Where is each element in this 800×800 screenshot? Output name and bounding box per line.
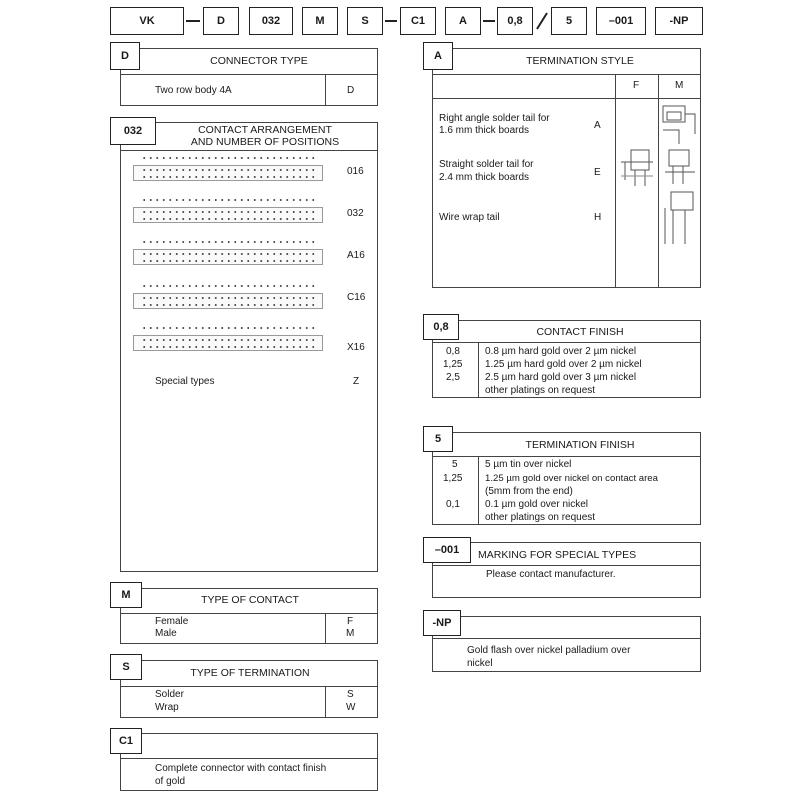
c1-line-2: of gold (155, 776, 186, 787)
contact-finish-text-4: other platings on request (485, 385, 596, 396)
connector-type-frame (120, 48, 378, 106)
contact-finish-text-1: 0.8 µm hard gold over 2 µm nickel (485, 346, 637, 357)
contact-finish-frame (432, 320, 701, 398)
termination-finish-code-1: 5 (452, 459, 458, 470)
connector-type-code: D (110, 42, 140, 70)
np-frame (432, 616, 701, 672)
np-line-1: Gold flash over nickel palladium over (467, 645, 631, 656)
contact-finish-code: 0,8 (423, 314, 459, 340)
special-types-label: Special types (155, 376, 215, 387)
termination-style-e-line-1: Straight solder tail for (439, 159, 534, 170)
arrangement-code-c16: C16 (347, 292, 366, 303)
code-0-8: 0,8 (497, 7, 533, 35)
slash (536, 12, 548, 30)
termination-style-col-m: M (675, 80, 684, 91)
termination-solder-code: S (347, 689, 354, 700)
type-of-contact-title: TYPE OF CONTACT (201, 594, 299, 606)
arrangement-code-016: 016 (347, 166, 364, 177)
arrangement-code-a16: A16 (347, 250, 365, 261)
termination-finish-text-4: 0.1 µm gold over nickel (485, 499, 589, 510)
code-s: S (347, 7, 383, 35)
contact-finish-text-2: 1.25 µm hard gold over 2 µm nickel (485, 359, 642, 370)
termination-style-a-code: A (594, 120, 601, 131)
termination-style-title: TERMINATION STYLE (526, 55, 634, 67)
marking-frame (432, 542, 701, 598)
termination-style-h-line-1: Wire wrap tail (439, 212, 500, 223)
arrangement-code-x16: X16 (347, 342, 365, 353)
termination-style-h-code: H (594, 212, 602, 223)
special-types-code: Z (353, 376, 360, 387)
contact-male-label: Male (155, 628, 177, 639)
code-001: –001 (596, 7, 646, 35)
dash (186, 20, 200, 22)
termination-style-a-line-1: Right angle solder tail for (439, 113, 550, 124)
code-5: 5 (551, 7, 587, 35)
contact-arrangement-title-1: CONTACT ARRANGEMENT (198, 124, 332, 136)
marking-title: MARKING FOR SPECIAL TYPES (478, 549, 637, 561)
type-of-contact-code: M (110, 582, 142, 608)
contact-finish-code-2: 1,25 (443, 359, 463, 370)
contact-female-code: F (347, 616, 354, 627)
c1-code: C1 (110, 728, 142, 754)
contact-arrangement-code: 032 (110, 117, 156, 145)
contact-male-code: M (346, 628, 355, 639)
code-d: D (203, 7, 239, 35)
termination-m-sketch (662, 105, 696, 244)
arrangement-drawing-016 (127, 154, 327, 188)
marking-text: Please contact manufacturer. (486, 569, 616, 580)
contact-finish-code-1: 0,8 (446, 346, 460, 357)
termination-style-code: A (423, 42, 453, 70)
contact-arrangement-title-2: AND NUMBER OF POSITIONS (190, 136, 340, 148)
termination-finish-text-3: (5mm from the end) (485, 486, 573, 497)
contact-finish-title: CONTACT FINISH (536, 326, 624, 338)
termination-finish-text-5: other platings on request (485, 512, 596, 523)
np-line-2: nickel (467, 658, 493, 669)
dash (385, 20, 397, 22)
connector-type-row-label: Two row body 4A (155, 85, 232, 96)
contact-female-label: Female (155, 616, 189, 627)
termination-finish-text-1: 5 µm tin over nickel (485, 459, 572, 470)
termination-finish-code: 5 (423, 426, 453, 452)
type-of-termination-title: TYPE OF TERMINATION (190, 667, 310, 679)
contact-finish-text-3: 2.5 µm hard gold over 3 µm nickel (485, 372, 637, 383)
type-of-termination-frame (120, 660, 378, 718)
termination-wrap-code: W (346, 702, 356, 713)
termination-finish-code-4: 0,1 (446, 499, 460, 510)
code-vk: VK (110, 7, 184, 35)
termination-style-col-f: F (633, 80, 640, 91)
connector-type-title: CONNECTOR TYPE (210, 55, 308, 67)
termination-finish-frame (432, 432, 701, 525)
dash (483, 20, 495, 22)
code-032: 032 (249, 7, 293, 35)
termination-style-e-line-2: 2.4 mm thick boards (439, 172, 530, 183)
code-m: M (302, 7, 338, 35)
termination-style-e-code: E (594, 167, 601, 178)
c1-frame (120, 733, 378, 791)
arrangement-code-032: 032 (347, 208, 364, 219)
termination-style-frame (432, 48, 701, 288)
marking-code: –001 (423, 537, 471, 563)
termination-wrap-label: Wrap (155, 702, 179, 713)
arrangement-drawing-a16 (127, 238, 327, 272)
termination-style-a-line-2: 1.6 mm thick boards (439, 125, 530, 136)
c1-line-1: Complete connector with contact finish (155, 763, 327, 774)
type-of-termination-code: S (110, 654, 142, 680)
arrangement-drawing-032 (127, 196, 327, 230)
type-of-contact-frame (120, 588, 378, 644)
termination-f-sketch (621, 149, 653, 186)
code-c1: C1 (400, 7, 436, 35)
code-np: -NP (655, 7, 703, 35)
contact-finish-code-3: 2,5 (446, 372, 460, 383)
arrangement-drawing-c16 (127, 282, 327, 316)
termination-solder-label: Solder (155, 689, 184, 700)
termination-finish-title: TERMINATION FINISH (525, 439, 635, 451)
code-a: A (445, 7, 481, 35)
np-code: -NP (423, 610, 461, 636)
termination-finish-code-2: 1,25 (443, 473, 463, 484)
arrangement-drawing-x16 (127, 324, 327, 358)
termination-finish-text-2: 1.25 µm gold over nickel on contact area (485, 473, 658, 484)
connector-type-row-code: D (347, 85, 355, 96)
